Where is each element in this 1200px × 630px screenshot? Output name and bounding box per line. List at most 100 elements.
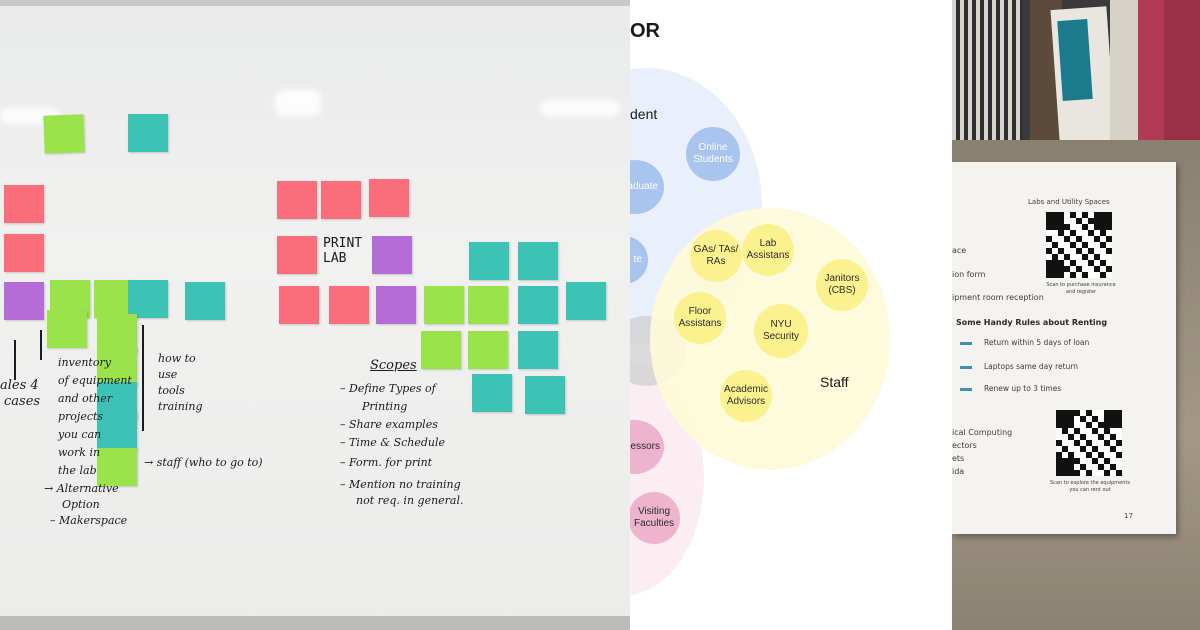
handwritten-list-line: of equipment <box>58 374 132 387</box>
qr-module <box>1094 218 1100 224</box>
arduino-board-image <box>1057 19 1093 101</box>
qr-module <box>1062 416 1068 422</box>
handwritten-list-line: you can <box>58 428 102 441</box>
scopes-item: – Define Types of <box>340 382 436 395</box>
qr-module <box>1100 224 1106 230</box>
qr-module <box>1092 428 1098 434</box>
rule-bullet <box>960 366 972 369</box>
qr-module <box>1046 266 1052 272</box>
qr-module <box>1100 218 1106 224</box>
marker-line <box>40 330 42 360</box>
qr-module <box>1046 212 1052 218</box>
sticky-note <box>372 236 412 274</box>
staff-group-label: Staff <box>820 374 849 390</box>
sticky-note <box>329 286 369 324</box>
qr-module <box>1106 224 1112 230</box>
sticky-note <box>128 280 168 318</box>
staff-node: Academic Advisors <box>720 370 772 422</box>
qr-module <box>1116 470 1122 476</box>
qr-module <box>1056 470 1062 476</box>
handwritten-note: how to <box>158 352 196 365</box>
booklet-line: ipment room reception <box>952 293 1044 302</box>
qr-module <box>1100 260 1106 266</box>
sticky-note <box>469 242 509 280</box>
handwritten-list-line: projects <box>58 410 104 423</box>
qr-module <box>1080 446 1086 452</box>
rule-bullet <box>960 388 972 391</box>
scopes-item: Printing <box>362 400 408 413</box>
qr-module <box>1068 434 1074 440</box>
qr-module <box>1104 470 1110 476</box>
qr-module <box>1056 416 1062 422</box>
sticky-note <box>97 348 137 386</box>
qr-module <box>1094 236 1100 242</box>
sticky-note <box>47 310 87 348</box>
sticky-note <box>472 374 512 412</box>
sticky-note <box>421 331 461 369</box>
handwritten-list-line: the lab <box>58 464 97 477</box>
qr-module <box>1086 452 1092 458</box>
qr-module <box>1046 236 1052 242</box>
qr-module <box>1074 440 1080 446</box>
qr-module <box>1106 236 1112 242</box>
ceiling-light-reflection <box>540 100 620 116</box>
qr-module <box>1094 266 1100 272</box>
qr-module <box>1088 248 1094 254</box>
handwritten-list-line: work in <box>58 446 101 459</box>
qr-module <box>1046 248 1052 254</box>
ceiling-light-reflection <box>275 90 321 116</box>
student-node: te <box>630 236 648 284</box>
whiteboard-frame-bottom <box>0 616 630 630</box>
qr-module <box>1098 452 1104 458</box>
qr-module <box>1082 212 1088 218</box>
sticky-note <box>43 114 85 154</box>
qr-module <box>1064 254 1070 260</box>
marker-bracket <box>142 325 144 431</box>
qr-code <box>1056 410 1122 476</box>
sticky-note <box>97 314 137 352</box>
qr-module <box>1106 218 1112 224</box>
sticky-note <box>185 282 225 320</box>
diagram-heading: OR <box>630 20 660 42</box>
handwritten-list-line: inventory <box>58 356 111 369</box>
student-node: Online Students <box>686 127 740 181</box>
binder-coil <box>952 0 1022 150</box>
qr-module <box>1086 440 1092 446</box>
booklet-line: ical Computing <box>952 428 1013 437</box>
qr-module <box>1110 416 1116 422</box>
rule-item: Return within 5 days of loan <box>984 338 1090 347</box>
qr-module <box>1058 248 1064 254</box>
print-lab-title: PRINT LAB <box>323 236 363 266</box>
qr-module <box>1056 440 1062 446</box>
qr-module <box>1062 422 1068 428</box>
qr-module <box>1082 272 1088 278</box>
qr-module <box>1070 260 1076 266</box>
booklet-line: ectors <box>952 441 977 450</box>
qr-module <box>1058 218 1064 224</box>
qr-module <box>1104 440 1110 446</box>
qr-module <box>1088 218 1094 224</box>
qr-module <box>1070 230 1076 236</box>
staff-node: Floor Assistans <box>674 292 726 344</box>
sticky-note <box>369 179 409 217</box>
qr-module <box>1076 218 1082 224</box>
qr-module <box>1062 410 1068 416</box>
qr-module <box>1056 422 1062 428</box>
qr-module <box>1070 242 1076 248</box>
scopes-item: not req. in general. <box>356 494 464 507</box>
sticky-note <box>97 412 137 450</box>
qr-module <box>1056 452 1062 458</box>
qr-module <box>1082 254 1088 260</box>
book-spine <box>1110 0 1138 160</box>
qr-module <box>1058 260 1064 266</box>
qr-module <box>1052 224 1058 230</box>
qr-module <box>1056 410 1062 416</box>
booklet-line: ion form <box>952 270 986 279</box>
faculty-node: Visiting Faculties <box>630 492 680 544</box>
qr-module <box>1106 212 1112 218</box>
scopes-item: – Time & Schedule <box>340 436 446 449</box>
qr-module <box>1080 434 1086 440</box>
staff-node: GAs/ TAs/ RAs <box>690 230 742 282</box>
qr-module <box>1104 416 1110 422</box>
qr-module <box>1058 266 1064 272</box>
